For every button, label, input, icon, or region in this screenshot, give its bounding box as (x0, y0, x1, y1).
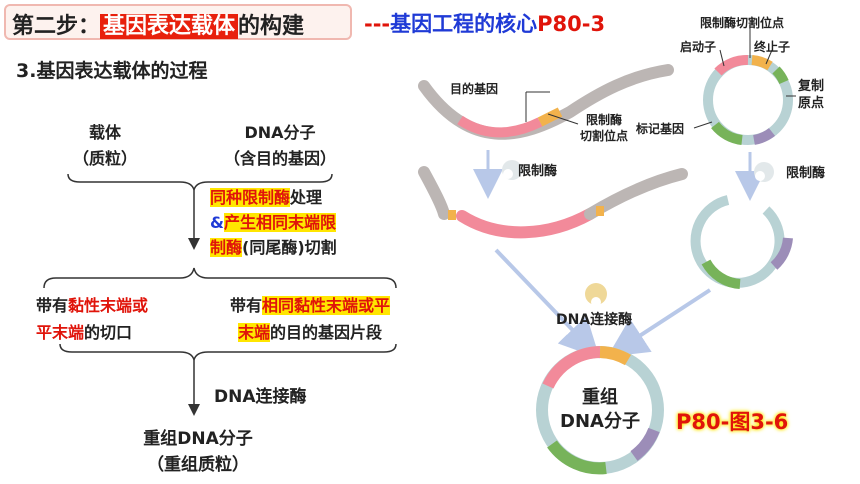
dna-label: DNA分子 （含目的基因） (200, 120, 360, 172)
header-topic: 基因表达载体 (100, 14, 239, 39)
left-c: 平末端 (36, 323, 85, 342)
result-sub: （重组质粒） (147, 455, 249, 475)
label-recombinant-2: DNA分子 (560, 411, 640, 432)
step1-amp: & (210, 213, 224, 232)
step1-enzyme: 制酶 (210, 238, 243, 257)
pointer-terminator (765, 49, 773, 65)
arrow-converge-right (607, 288, 712, 357)
step1-same-ends: 产生相同末端限 (223, 213, 336, 232)
pointer-cut-site (547, 113, 579, 125)
bottom-brace (59, 343, 397, 361)
dna-strand-cut (418, 166, 688, 239)
header-step: 第二步： (12, 14, 101, 39)
header-dashes: --- (364, 12, 391, 36)
right-c: 末端 (238, 323, 271, 342)
label-cut-site-1: 限制酶 (586, 113, 623, 127)
pointer-promoter (719, 49, 725, 67)
step1-cut: (同尾酶)切割 (242, 238, 337, 257)
plasmid-cut (690, 195, 793, 289)
label-cut-site-2: 切割位点 (580, 129, 629, 143)
ligase-icon (585, 283, 607, 307)
label-terminator: 终止子 (754, 40, 791, 54)
figure-ref: P80-图3-6 (676, 410, 789, 434)
label-cut-site: 限制酶 切割位点 (580, 112, 628, 144)
carrier-text: 载体 (88, 123, 121, 142)
dna-sub: （含目的基因） (223, 149, 336, 168)
header-suffix: 的构建 (238, 14, 305, 39)
label-promoter: 启动子 (680, 40, 717, 54)
label-marker-gene: 标记基因 (636, 122, 685, 136)
recombinant-plasmid (536, 346, 664, 475)
label-recombinant-1: 重组 (582, 387, 618, 408)
left-a: 带有 (36, 296, 69, 315)
ligase-step: DNA连接酶 (214, 387, 307, 407)
dna-strand-top (418, 64, 674, 140)
right-d: 的目的基因片段 (270, 323, 383, 342)
label-origin-2: 原点 (798, 96, 825, 111)
right-a: 带有 (230, 296, 263, 315)
label-ligase: DNA连接酶 (556, 312, 633, 328)
label-origin: 复制 原点 (798, 78, 824, 112)
header-subtitle: ---基因工程的核心P80-3 (364, 8, 605, 38)
left-result-text: 带有黏性末端或 平末端的切口 (36, 292, 148, 346)
flow-lines (43, 173, 397, 416)
plasmid-top (703, 55, 793, 145)
step1-text: 同种限制酶处理 &产生相同末端限 制酶(同尾酶)切割 (210, 185, 337, 260)
label-plasmid-cut-site: 限制酶切割位点 (700, 16, 785, 30)
label-origin-1: 复制 (798, 79, 825, 94)
mid-brace (43, 267, 397, 289)
result-text: 重组DNA分子 (143, 429, 253, 449)
enzyme-left-icon (502, 160, 522, 180)
label-recombinant: 重组 DNA分子 (540, 386, 660, 434)
left-d: 的切口 (84, 323, 133, 342)
arrow-converge-left (494, 248, 600, 359)
pointer-marker (693, 121, 713, 129)
left-b: 黏性末端或 (68, 296, 149, 315)
step1-same-enzyme: 同种限制酶 (210, 188, 291, 207)
right-b: 相同黏性末端或平 (262, 296, 391, 315)
label-enzyme-right: 限制酶 (786, 166, 826, 181)
label-enzyme-left: 限制酶 (518, 164, 558, 179)
top-brace (67, 173, 333, 191)
label-target-gene: 目的基因 (450, 82, 499, 96)
right-result-text: 带有相同黏性末端或平 末端的目的基因片段 (230, 292, 391, 346)
header-core: 基因工程的核心 (390, 12, 538, 36)
header-title: 第二步：基因表达载体的构建 (12, 8, 304, 40)
carrier-label: 载体 （质粒） (60, 120, 150, 172)
recombination-diagram (418, 26, 796, 475)
result-label: 重组DNA分子 （重组质粒） (118, 426, 278, 478)
header-page-ref: P80-3 (537, 12, 606, 36)
dna-text: DNA分子 (244, 123, 316, 142)
section-title: 3.基因表达载体的过程 (16, 60, 208, 82)
enzyme-right-icon (754, 162, 774, 182)
step1-process: 处理 (290, 188, 323, 207)
carrier-sub: （质粒） (72, 149, 137, 168)
